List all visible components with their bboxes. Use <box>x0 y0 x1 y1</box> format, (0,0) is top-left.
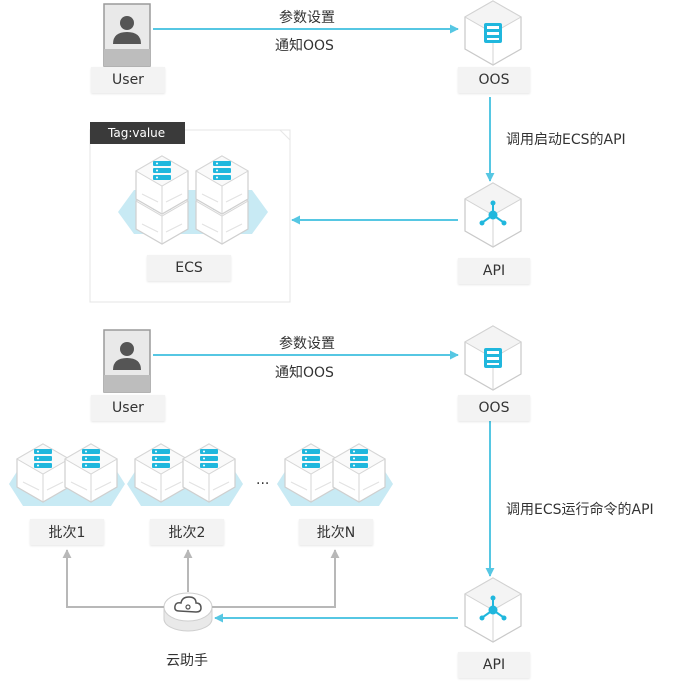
oos-label-bottom: OOS <box>458 395 530 421</box>
api-icon-top <box>464 182 522 248</box>
tag-label: Tag:value <box>90 122 185 144</box>
edge-user-oos-bottom-line2: 通知OOS <box>275 365 334 381</box>
user-icon-bottom <box>103 329 151 393</box>
ellipsis: ... <box>256 472 270 488</box>
batch-1-label: 批次1 <box>30 519 104 545</box>
edge-user-oos-bottom-line1: 参数设置 <box>279 336 335 352</box>
cloud-assistant-icon <box>163 592 213 632</box>
ecs-cluster-icon <box>118 155 268 245</box>
edge-user-oos-top-line1: 参数设置 <box>279 10 335 26</box>
batch-n-label: 批次N <box>299 519 373 545</box>
cloud-assistant-label: 云助手 <box>166 653 208 669</box>
user-icon-top <box>103 3 151 67</box>
api-label-bottom: API <box>458 652 530 678</box>
ecs-label: ECS <box>147 255 231 281</box>
api-label-top: API <box>458 258 530 284</box>
edge-oos-api-top: 调用启动ECS的API <box>506 132 626 148</box>
batch-n-cluster-icon <box>277 444 393 526</box>
batch-1-cluster-icon <box>9 444 125 526</box>
oos-icon-bottom <box>464 325 522 391</box>
batch-2-label: 批次2 <box>150 519 224 545</box>
user-label-top: User <box>91 67 165 93</box>
edge-user-oos-top-line2: 通知OOS <box>275 38 334 54</box>
oos-icon-top <box>464 0 522 66</box>
api-icon-bottom <box>464 577 522 643</box>
arrow-assistant-batch-1 <box>62 549 164 608</box>
arrow-assistant-batch-n <box>212 549 340 608</box>
oos-label-top: OOS <box>458 67 530 93</box>
batch-2-cluster-icon <box>127 444 243 526</box>
user-label-bottom: User <box>91 395 165 421</box>
edge-oos-api-bottom: 调用ECS运行命令的API <box>506 502 654 518</box>
